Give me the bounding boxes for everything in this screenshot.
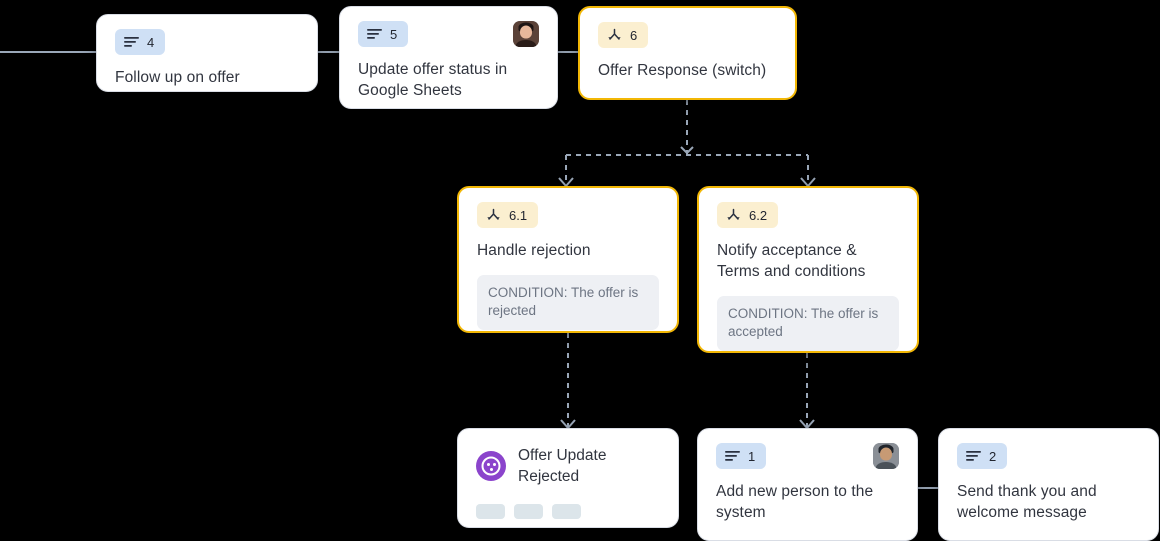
- node-1-badge-number: 1: [748, 448, 756, 464]
- edge-node6-junction-chevron: [680, 146, 694, 155]
- workflow-node-6[interactable]: 6 Offer Response (switch): [578, 6, 797, 100]
- node-4-badge-number: 4: [147, 34, 155, 50]
- workflow-node-5[interactable]: 5 Update offer status in Google Sheets: [339, 6, 558, 109]
- node-2-badge-number: 2: [989, 448, 997, 464]
- node-2-header: 2: [957, 443, 1140, 469]
- task-lines-icon: [367, 28, 382, 40]
- node-1-header: 1: [716, 443, 899, 469]
- node-6-2-badge-number: 6.2: [749, 207, 768, 223]
- workflow-node-6-2[interactable]: 6.2 Notify acceptance & Terms and condit…: [697, 186, 919, 353]
- node-6-title: Offer Response (switch): [598, 62, 767, 79]
- node-4-badge[interactable]: 4: [115, 29, 166, 55]
- workflow-node-2[interactable]: 2 Send thank you and welcome message: [938, 428, 1159, 541]
- placeholder-chip: [514, 504, 543, 519]
- node-5-header: 5: [358, 21, 539, 47]
- placeholder-chip: [552, 504, 581, 519]
- node-1-badge[interactable]: 1: [716, 443, 767, 469]
- arrowhead-node1: [799, 419, 815, 430]
- switch-branch-icon: [607, 28, 622, 42]
- workflow-node-6-1[interactable]: 6.1 Handle rejection CONDITION: The offe…: [457, 186, 679, 333]
- node-6-2-header: 6.2: [717, 202, 899, 228]
- arrowhead-node6-2: [800, 177, 816, 188]
- placeholder-chip: [476, 504, 505, 519]
- node-6-2-badge[interactable]: 6.2: [717, 202, 779, 228]
- node-6-1-badge-number: 6.1: [509, 207, 528, 223]
- node-6-2-condition: CONDITION: The offer is accepted: [717, 296, 899, 351]
- switch-branch-icon: [486, 208, 501, 222]
- node-6-1-title: Handle rejection: [477, 242, 591, 259]
- offer-update-app-row: Offer Update Rejected: [476, 445, 660, 487]
- avatar[interactable]: [513, 21, 539, 47]
- node-6-header: 6: [598, 22, 777, 48]
- node-4-title: Follow up on offer: [115, 69, 240, 86]
- node-5-title: Update offer status in Google Sheets: [358, 61, 508, 99]
- node-5-badge-number: 5: [390, 26, 398, 42]
- node-6-1-condition: CONDITION: The offer is rejected: [477, 275, 659, 330]
- node-1-title: Add new person to the system: [716, 483, 874, 521]
- arrowhead-node6-1: [558, 177, 574, 188]
- task-lines-icon: [966, 450, 981, 462]
- node-6-1-header: 6.1: [477, 202, 659, 228]
- offer-update-title: Offer Update Rejected: [518, 447, 607, 485]
- node-6-badge-number: 6: [630, 27, 638, 43]
- avatar[interactable]: [873, 443, 899, 469]
- task-lines-icon: [725, 450, 740, 462]
- node-4-header: 4: [115, 29, 299, 55]
- task-lines-icon: [124, 36, 139, 48]
- app-circle-icon: [476, 451, 506, 481]
- node-2-title: Send thank you and welcome message: [957, 483, 1097, 521]
- node-6-2-title: Notify acceptance & Terms and conditions: [717, 242, 866, 280]
- node-6-badge[interactable]: 6: [598, 22, 649, 48]
- workflow-node-4[interactable]: 4 Follow up on offer: [96, 14, 318, 92]
- placeholder-chips: [476, 504, 660, 519]
- node-2-badge[interactable]: 2: [957, 443, 1008, 469]
- switch-branch-icon: [726, 208, 741, 222]
- node-5-badge[interactable]: 5: [358, 21, 409, 47]
- workflow-node-offer-update-rejected[interactable]: Offer Update Rejected: [457, 428, 679, 528]
- arrowhead-offer-update: [560, 419, 576, 430]
- workflow-node-1[interactable]: 1 Add new person to the system: [697, 428, 918, 541]
- node-6-1-badge[interactable]: 6.1: [477, 202, 539, 228]
